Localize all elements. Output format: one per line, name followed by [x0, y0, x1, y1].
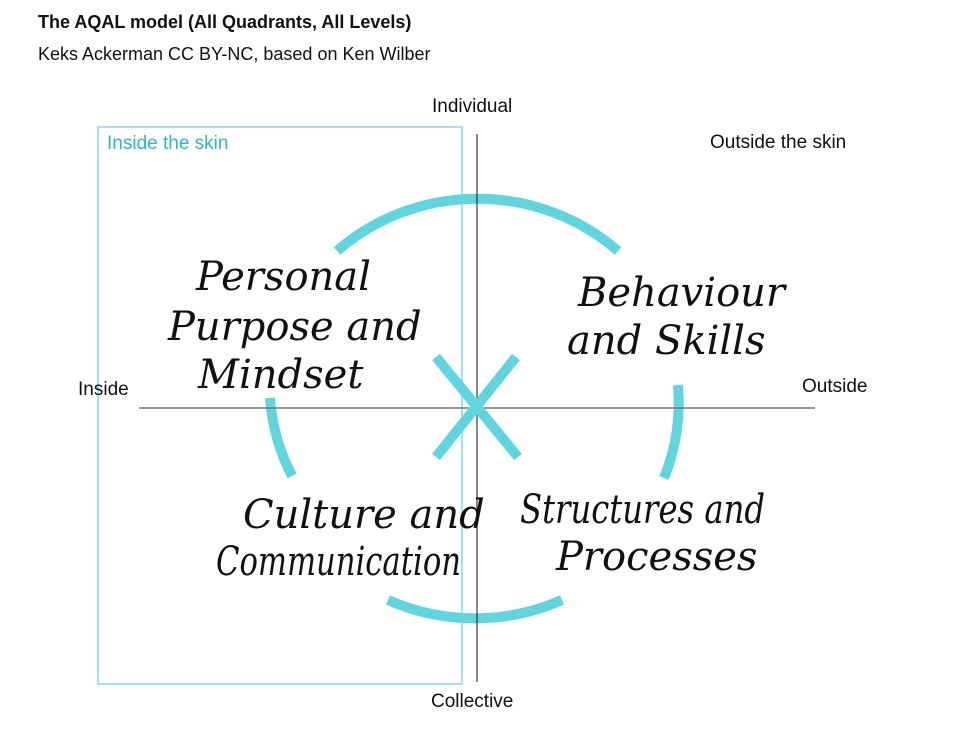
quadrant-lower-right: Structures and Processes [520, 487, 765, 580]
lower-left-line-1: Culture and [243, 492, 485, 538]
upper-right-line-2: and Skills [567, 318, 765, 364]
quadrant-upper-left: Personal Purpose and Mindset [167, 254, 422, 398]
upper-left-line-2: Purpose and [167, 304, 422, 350]
upper-left-line-1: Personal [195, 254, 371, 300]
lower-right-line-2: Processes [555, 534, 757, 580]
circle-arc-right [659, 384, 684, 480]
lower-right-line-1: Structures and [520, 487, 765, 533]
circle-arc-bottom [385, 595, 565, 624]
axis-label-outside: Outside [802, 376, 868, 397]
quadrant-upper-right: Behaviour and Skills [567, 270, 788, 364]
diagram-title: The AQAL model (All Quadrants, All Level… [38, 12, 412, 32]
region-label-inside-skin: Inside the skin [107, 133, 229, 154]
region-label-outside-skin: Outside the skin [710, 132, 847, 153]
upper-right-line-1: Behaviour [577, 270, 788, 316]
lower-left-line-2: Communication [216, 539, 461, 585]
circle-arc-left [265, 397, 297, 479]
axis-label-individual: Individual [432, 96, 513, 117]
axis-label-collective: Collective [431, 691, 514, 712]
diagram-subtitle: Keks Ackerman CC BY-NC, based on Ken Wil… [38, 44, 431, 64]
axis-label-inside: Inside [78, 379, 129, 400]
quadrant-lower-left: Culture and Communication [216, 492, 485, 585]
upper-left-line-3: Mindset [197, 352, 364, 398]
inside-skin-box [97, 126, 463, 685]
center-x-mark [432, 353, 522, 461]
